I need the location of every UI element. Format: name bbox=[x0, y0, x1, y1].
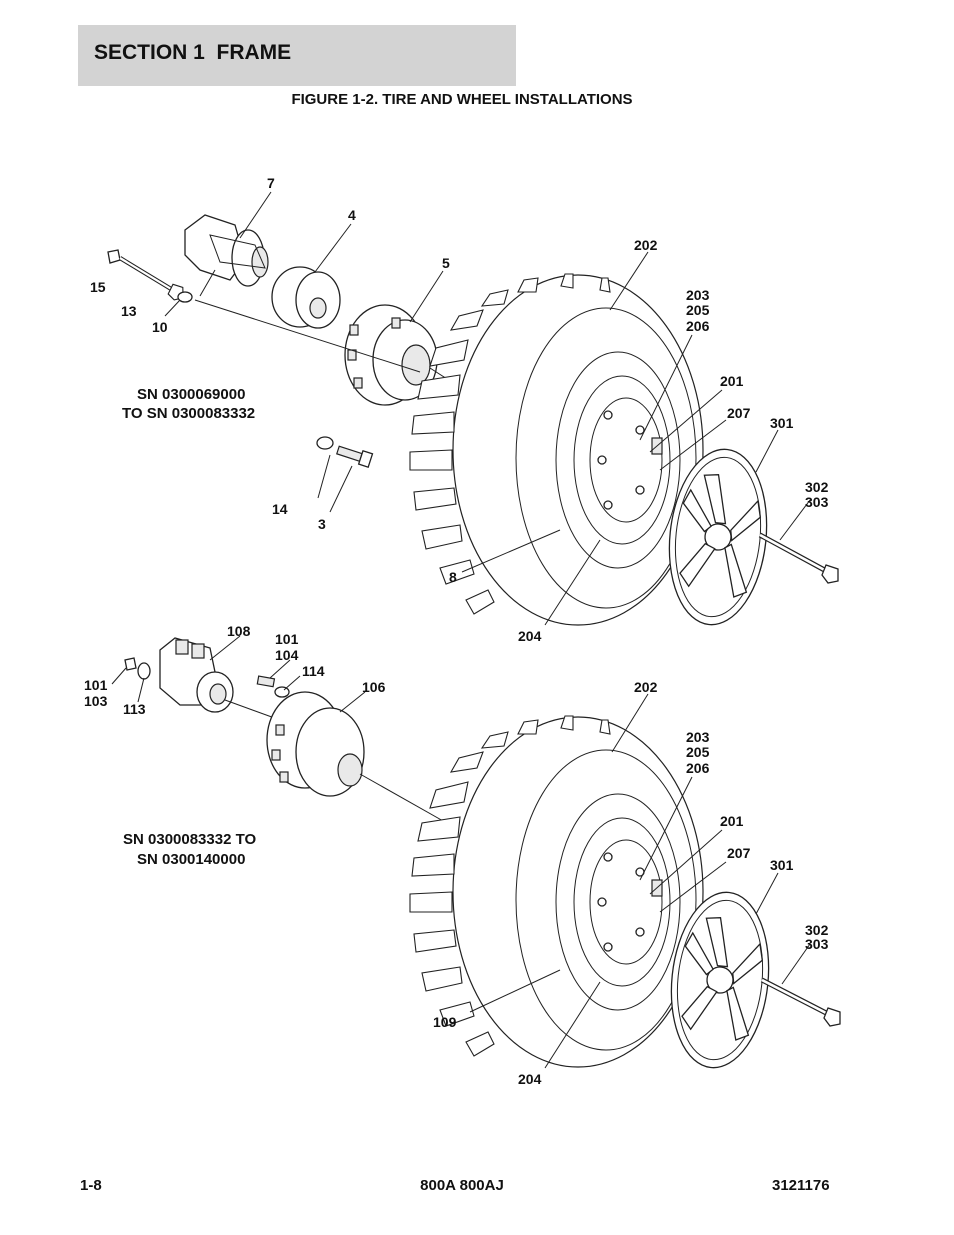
callout-103: 103 bbox=[84, 693, 108, 709]
drive-motor-alt bbox=[159, 637, 234, 713]
callout-302-lower: 302 bbox=[805, 922, 829, 938]
callout-303: 303 bbox=[805, 494, 829, 510]
callout-302: 302 bbox=[805, 479, 829, 495]
callout-201: 201 bbox=[720, 373, 744, 389]
callout-204: 204 bbox=[518, 628, 542, 644]
lower-assembly: 108 101 104 114 101 103 113 106 202 203 … bbox=[84, 623, 841, 1087]
serial-range-line-2: TO SN 0300083332 bbox=[122, 405, 255, 422]
callout-206: 206 bbox=[686, 318, 710, 334]
callout-303-lower: 303 bbox=[805, 936, 829, 952]
callout-13: 13 bbox=[121, 303, 137, 319]
callout-202: 202 bbox=[634, 237, 658, 253]
callout-7: 7 bbox=[267, 175, 275, 191]
figure-title: FIGURE 1-2. TIRE AND WHEEL INSTALLATIONS bbox=[291, 91, 633, 108]
callout-301-lower: 301 bbox=[770, 857, 794, 873]
serial-range-lower-line-1: SN 0300083332 TO bbox=[123, 831, 256, 848]
callout-301: 301 bbox=[770, 415, 794, 431]
callout-15: 15 bbox=[90, 279, 106, 295]
section-title: SECTION 1 FRAME bbox=[94, 41, 292, 64]
section-header: SECTION 1 FRAME bbox=[78, 25, 516, 86]
callout-104: 104 bbox=[275, 647, 299, 663]
drive-motor bbox=[184, 214, 269, 287]
callout-101-upper: 101 bbox=[275, 631, 299, 647]
callout-109: 109 bbox=[433, 1014, 457, 1030]
callout-207-lower: 207 bbox=[727, 845, 751, 861]
callout-10: 10 bbox=[152, 319, 168, 335]
callout-113: 113 bbox=[123, 701, 146, 717]
callout-203-lower: 203 bbox=[686, 729, 710, 745]
callout-205-lower: 205 bbox=[686, 744, 710, 760]
callout-5: 5 bbox=[442, 255, 450, 271]
callout-205: 205 bbox=[686, 302, 710, 318]
callout-4: 4 bbox=[348, 207, 356, 223]
callout-201-lower: 201 bbox=[720, 813, 744, 829]
callout-203: 203 bbox=[686, 287, 710, 303]
callout-206-lower: 206 bbox=[686, 760, 710, 776]
drive-hub bbox=[344, 304, 459, 406]
callout-14: 14 bbox=[272, 501, 288, 517]
serial-range-lower-line-2: SN 0300140000 bbox=[137, 851, 245, 868]
callout-207: 207 bbox=[727, 405, 751, 421]
document-number: 3121176 bbox=[772, 1177, 830, 1194]
brake-hub bbox=[271, 266, 341, 329]
drive-hub-alt bbox=[266, 691, 365, 797]
callout-101-lower: 101 bbox=[84, 677, 108, 693]
callout-3: 3 bbox=[318, 516, 326, 532]
callout-204-lower: 204 bbox=[518, 1071, 542, 1087]
callout-106: 106 bbox=[362, 679, 386, 695]
upper-assembly: 7 4 5 15 13 10 14 3 8 202 203 205 206 20… bbox=[90, 175, 839, 644]
page-number: 1-8 bbox=[80, 1177, 102, 1194]
callout-108: 108 bbox=[227, 623, 251, 639]
model-number: 800A 800AJ bbox=[420, 1177, 504, 1194]
callout-8: 8 bbox=[449, 569, 457, 585]
serial-range-line-1: SN 0300069000 bbox=[137, 386, 245, 403]
callout-202-lower: 202 bbox=[634, 679, 658, 695]
callout-114: 114 bbox=[302, 663, 325, 679]
